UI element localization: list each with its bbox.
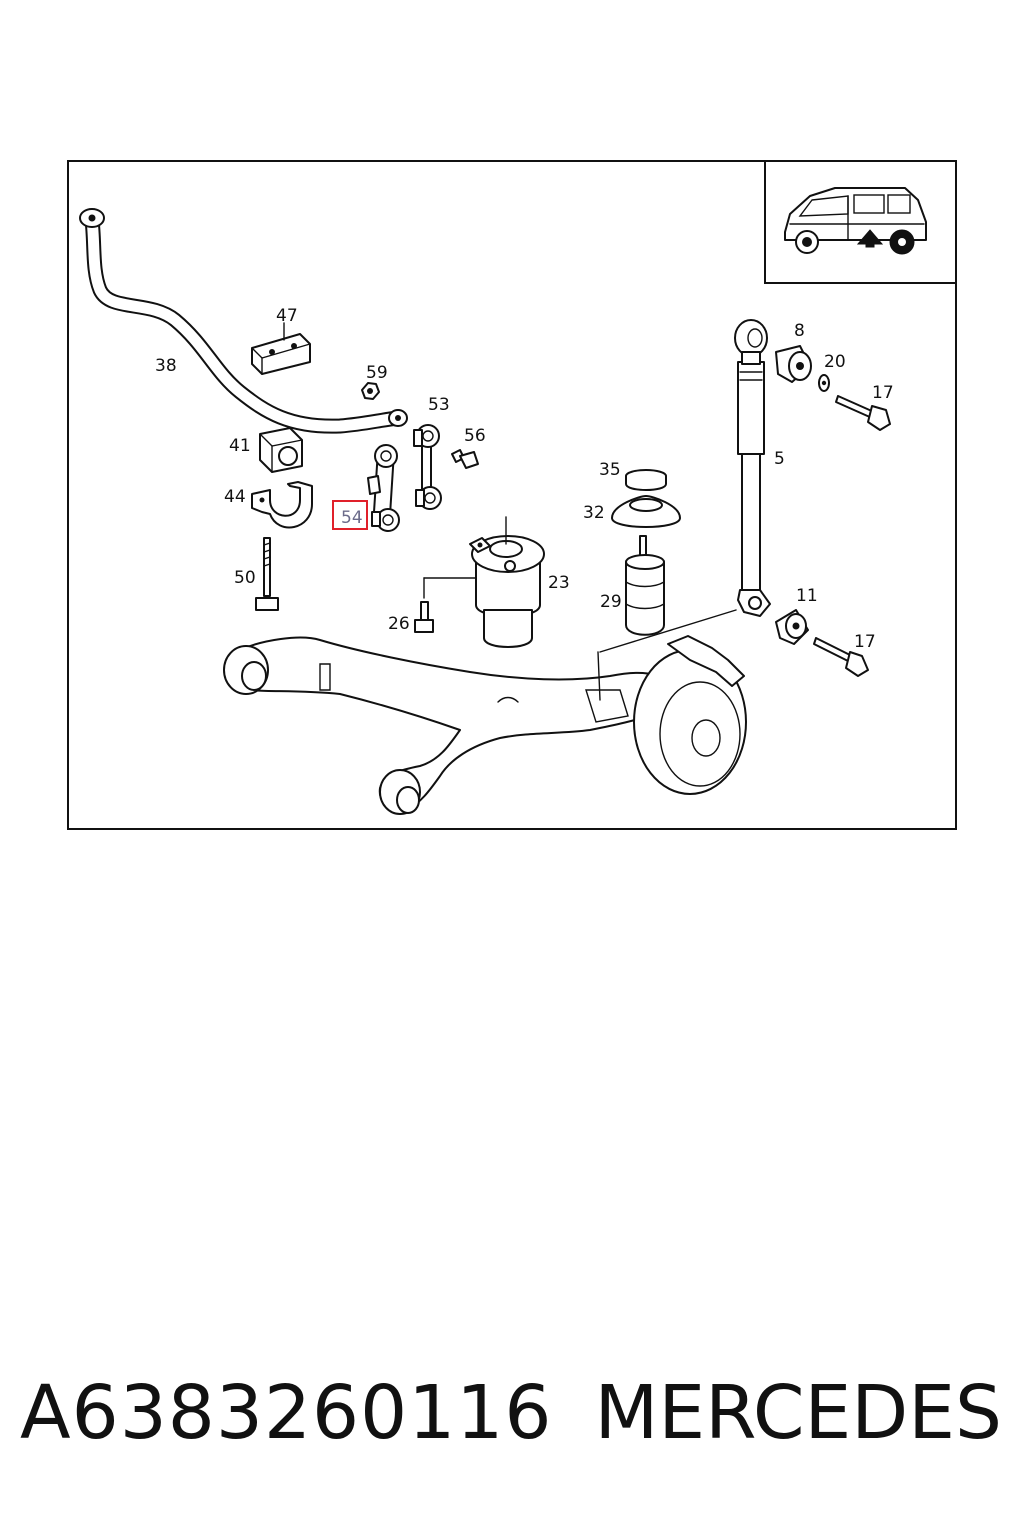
air-spring [423,516,545,648]
van-icon [784,187,927,255]
shock-bushing-bottom [775,609,809,645]
highlight-box-54 [332,500,368,530]
shock-bushing-top [775,345,812,383]
rubber-washer [625,469,667,491]
callout-54: 54 [341,508,363,528]
callout-44: 44 [224,487,246,507]
callout-23: 23 [548,573,570,593]
callout-20: 20 [824,352,846,372]
callout-5: 5 [774,449,785,469]
callout-11: 11 [796,586,818,606]
stabilizer-bar [79,208,408,434]
part-number: A6383260116 [20,1370,553,1456]
bump-stop [625,535,665,636]
hex-bolt-lower [813,637,869,677]
callout-35: 35 [599,460,621,480]
footer: A6383260116 MERCEDES [0,1370,1024,1470]
mounting-plate [611,495,681,528]
callout-8: 8 [794,321,805,341]
callout-29: 29 [600,592,622,612]
callout-41: 41 [229,436,251,456]
mounting-bolt [414,601,434,633]
callout-17-lower: 17 [854,632,876,652]
long-bolt [255,537,279,611]
bracket-block [251,322,311,375]
hex-nut [361,382,380,400]
shock-absorber [734,319,771,617]
stabilizer-bushing [259,427,303,473]
trailing-arm [223,609,747,815]
callout-50: 50 [234,568,256,588]
callout-38: 38 [155,356,177,376]
callout-53: 53 [428,395,450,415]
hex-bolt-upper [835,395,891,431]
drop-link [413,424,442,510]
callout-26: 26 [388,614,410,634]
callout-47: 47 [276,306,298,326]
short-bolt [451,449,479,469]
vehicle-inset [764,160,957,284]
callout-32: 32 [583,503,605,523]
callout-59: 59 [366,363,388,383]
washer [818,374,830,392]
diagram-frame [67,160,957,830]
stabilizer-link [367,444,400,532]
brand-name: MERCEDES [594,1370,1002,1456]
bushing-clamp [251,481,313,529]
callout-17-upper: 17 [872,383,894,403]
callout-56: 56 [464,426,486,446]
